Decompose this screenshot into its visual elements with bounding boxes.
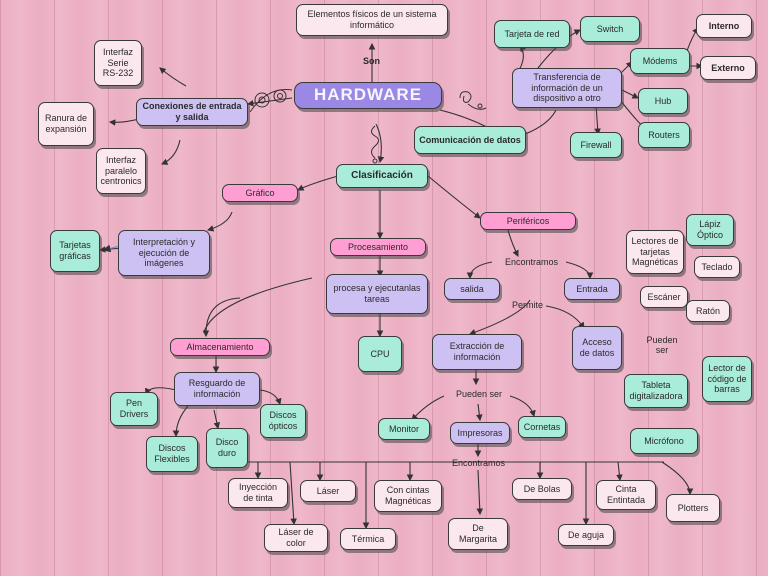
label-son: Son: [363, 56, 380, 66]
node-pen: Pen Drivers: [110, 392, 158, 426]
node-procesa: procesa y ejecutanlas tareas: [326, 274, 428, 314]
node-elementos: Elementos físicos de un sistema informát…: [296, 4, 448, 36]
node-hub: Hub: [638, 88, 688, 114]
node-acceso: Acceso de datos: [572, 326, 622, 370]
node-switch: Switch: [580, 16, 640, 42]
node-interfaz-serie: Interfaz Serie RS-232: [94, 40, 142, 86]
label-encontramos-bottom: Encontramos: [452, 458, 506, 468]
label-pueden-ser-right: Pueden ser: [646, 335, 678, 355]
node-plotters: Plotters: [666, 494, 720, 522]
node-interno: Interno: [696, 14, 752, 38]
node-modems: Módems: [630, 48, 690, 74]
node-opticos: Discos ópticos: [260, 404, 306, 438]
hardware-title: HARDWARE: [294, 82, 442, 109]
node-termica: Térmica: [340, 528, 396, 550]
node-laser: Láser: [300, 480, 356, 502]
node-conexiones: Conexiones de entrada y salida: [136, 98, 248, 126]
node-entrada: Entrada: [564, 278, 620, 300]
node-lapiz: Lápiz Óptico: [686, 214, 734, 246]
node-tableta: Tableta digitalizadora: [624, 374, 688, 408]
node-grafico: Gráfico: [222, 184, 298, 202]
node-cintas: Con cintas Magnéticas: [374, 480, 442, 512]
spiral-doodle-icon: [459, 91, 487, 110]
node-comunicacion: Comunicación de datos: [414, 126, 526, 154]
node-microfono: Micrófono: [630, 428, 698, 454]
node-escaner: Escáner: [640, 286, 688, 308]
node-disquetes: Discos Flexibles: [146, 436, 198, 472]
node-clasificacion: Clasificación: [336, 164, 428, 188]
node-resguardo: Resguardo de información: [174, 372, 260, 406]
node-perifericos: Periféricos: [480, 212, 576, 230]
swirl-doodle-icon: [371, 125, 379, 164]
node-tarjeta-red: Tarjeta de red: [494, 20, 570, 48]
node-inyeccion: Inyección de tinta: [228, 478, 288, 508]
node-extraccion: Extracción de información: [432, 334, 522, 370]
node-tarjetas-graficas: Tarjetas gráficas: [50, 230, 100, 272]
node-teclado: Teclado: [694, 256, 740, 278]
node-routers: Routers: [638, 122, 690, 148]
node-margarita: De Margarita: [448, 518, 508, 550]
node-impresoras: Impresoras: [450, 422, 510, 444]
node-lectores: Lectores de tarjetas Magnéticas: [626, 230, 684, 274]
node-monitor: Monitor: [378, 418, 430, 440]
node-disco-duro: Disco duro: [206, 428, 248, 468]
node-cornetas: Cornetas: [518, 416, 566, 438]
node-interfaz-paralelo: Interfaz paralelo centronics: [96, 148, 146, 194]
node-salida: salida: [444, 278, 500, 300]
node-aguja: De aguja: [558, 524, 614, 546]
node-raton: Ratón: [686, 300, 730, 322]
node-debolas: De Bolas: [512, 478, 572, 500]
node-cpu: CPU: [358, 336, 402, 372]
label-encontramos-top: Encontramos: [505, 257, 559, 267]
label-pueden-ser-center: Pueden ser: [456, 389, 503, 399]
node-interpretacion: Interpretación y ejecución de imágenes: [118, 230, 210, 276]
gear-doodle-icon: [249, 88, 293, 113]
node-transferencia: Transferencia de información de un dispo…: [512, 68, 622, 108]
node-externo: Externo: [700, 56, 756, 80]
node-laser-color: Láser de color: [264, 524, 328, 552]
label-permite: Permite: [512, 300, 544, 310]
node-ranura: Ranura de expansión: [38, 102, 94, 146]
node-procesamiento: Procesamiento: [330, 238, 426, 256]
node-cinta-entintada: Cinta Entintada: [596, 480, 656, 510]
node-almacenamiento: Almacenamiento: [170, 338, 270, 356]
node-lector-codigo: Lector de código de barras: [702, 356, 752, 402]
node-firewall: Firewall: [570, 132, 622, 158]
